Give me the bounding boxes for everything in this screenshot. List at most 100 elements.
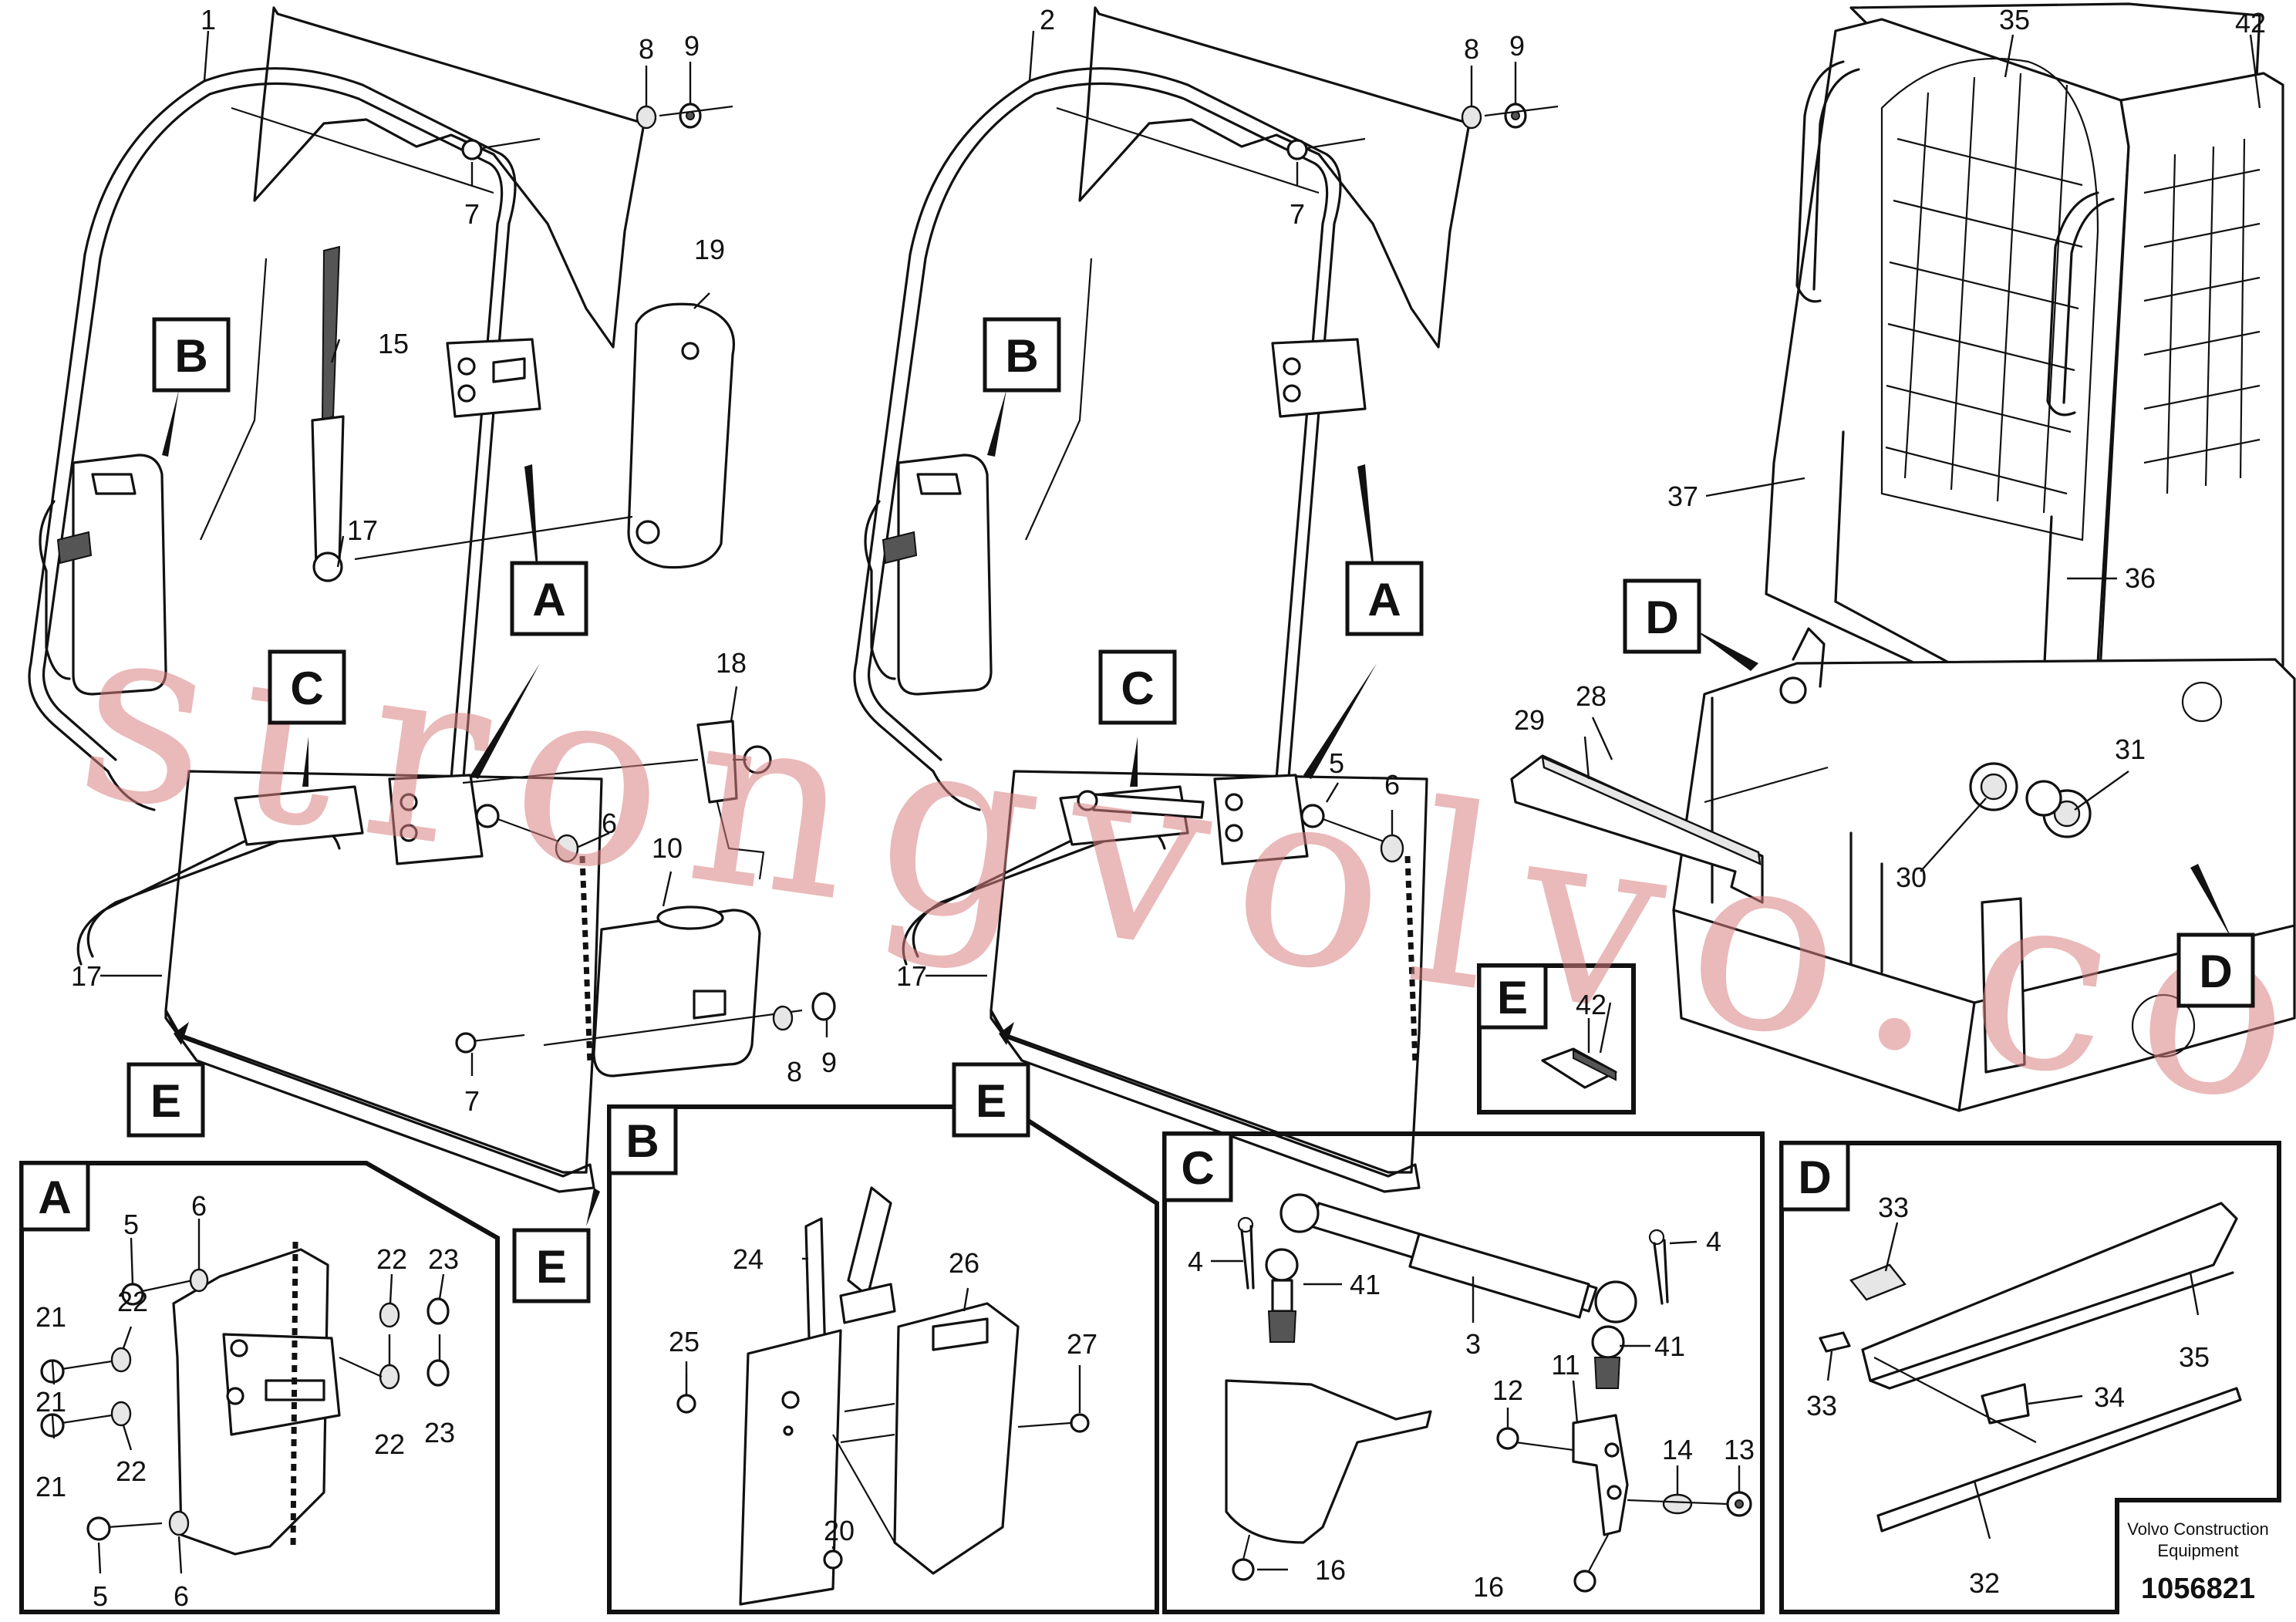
callout-2: 2 <box>1040 4 1055 35</box>
callout-18: 18 <box>716 647 747 679</box>
panel-title-d: D <box>1779 1141 1850 1212</box>
svg-text:A: A <box>38 1172 71 1223</box>
callout-17: 17 <box>347 514 378 546</box>
svg-text:A: A <box>532 574 565 626</box>
svg-text:E: E <box>536 1241 567 1293</box>
door-assembly-left <box>28 6 836 1193</box>
figure-number: 1056821 <box>2141 1573 2255 1605</box>
view-pointers <box>162 389 2233 1226</box>
detail-panel-a <box>19 1161 500 1614</box>
view-label-c-left: C <box>268 649 346 725</box>
callout-7: 7 <box>1290 198 1305 230</box>
part-callouts: 1 8 9 7 19 15 17 18 10 6 17 7 8 9 2 8 9 … <box>35 4 2266 1612</box>
callout-35: 35 <box>2179 1341 2210 1373</box>
callout-6: 6 <box>191 1190 207 1222</box>
door-assembly-middle <box>853 6 1559 1193</box>
callout-26: 26 <box>949 1247 979 1279</box>
callout-13: 13 <box>1724 1434 1755 1465</box>
svg-text:E: E <box>1497 972 1528 1023</box>
callout-leaders <box>51 30 2261 1574</box>
svg-text:E: E <box>150 1075 181 1127</box>
callout-12: 12 <box>1492 1374 1523 1406</box>
callout-21: 21 <box>35 1386 66 1418</box>
detail-panel-d <box>1779 1141 2281 1614</box>
callout-4: 4 <box>1706 1226 1721 1257</box>
detail-panel-c <box>1162 1131 1765 1614</box>
callout-23: 23 <box>424 1417 455 1448</box>
callout-3: 3 <box>1465 1328 1481 1360</box>
callout-9: 9 <box>821 1047 837 1078</box>
callout-7: 7 <box>464 198 480 230</box>
callout-24: 24 <box>733 1243 764 1275</box>
view-label-b-left: B <box>152 317 231 393</box>
svg-text:D: D <box>1645 592 1678 643</box>
callout-11: 11 <box>1551 1349 1580 1381</box>
callout-15: 15 <box>378 328 409 359</box>
callout-8: 8 <box>639 33 654 65</box>
callout-34: 34 <box>2094 1381 2125 1413</box>
callout-33: 33 <box>1806 1390 1837 1421</box>
callout-14: 14 <box>1662 1434 1693 1465</box>
panel-title-b: B <box>607 1104 678 1175</box>
callout-39: 37 <box>1667 481 1698 512</box>
callout-30: 30 <box>1896 862 1927 893</box>
callout-17: 17 <box>896 960 927 992</box>
svg-text:C: C <box>1181 1142 1214 1194</box>
svg-text:A: A <box>1367 574 1401 626</box>
callout-22: 22 <box>117 1286 148 1317</box>
callout-5: 5 <box>1329 747 1344 779</box>
callout-32: 32 <box>1969 1567 2000 1599</box>
svg-text:D: D <box>2199 946 2232 997</box>
title-block: Volvo Construction Equipment 1056821 <box>2127 1519 2268 1605</box>
callout-37: 36 <box>2125 562 2156 594</box>
callout-36: 35 <box>1999 4 2030 35</box>
callout-4: 4 <box>1188 1246 1203 1277</box>
manufacturer-line-1: Volvo Construction <box>2127 1519 2268 1539</box>
callout-1: 1 <box>201 4 216 35</box>
svg-text:D: D <box>1798 1152 1831 1203</box>
callout-40: 42 <box>2235 7 2266 39</box>
callout-5: 5 <box>93 1580 108 1612</box>
engine-cover-assembly <box>1510 2 2296 1112</box>
callout-42: 42 <box>1576 989 1607 1020</box>
manufacturer-line-2: Equipment <box>2157 1541 2238 1560</box>
callout-22: 22 <box>374 1428 405 1460</box>
view-label-e-middle: E <box>952 1062 1030 1138</box>
detail-panel-e <box>1477 963 1636 1114</box>
view-label-a-left: A <box>510 561 588 636</box>
view-label-e-lower: E <box>512 1228 591 1303</box>
callout-20: 20 <box>824 1515 855 1546</box>
callout-25: 25 <box>669 1326 700 1357</box>
callout-23: 23 <box>428 1243 459 1275</box>
svg-text:E: E <box>976 1075 1006 1127</box>
callout-16: 16 <box>1473 1571 1504 1603</box>
svg-text:B: B <box>1005 330 1038 382</box>
panel-title-c: C <box>1162 1131 1233 1202</box>
callout-28: 28 <box>1576 680 1607 712</box>
callout-9: 9 <box>1509 30 1525 62</box>
panel-title-e: E <box>1477 963 1548 1030</box>
callout-8: 8 <box>1464 33 1479 65</box>
view-label-d-bottom: D <box>2176 932 2255 1008</box>
view-label-c-middle: C <box>1098 649 1177 725</box>
callout-21: 21 <box>35 1301 66 1333</box>
svg-text:C: C <box>1121 663 1154 714</box>
callout-6: 6 <box>174 1580 189 1612</box>
view-label-a-middle: A <box>1345 561 1424 636</box>
detail-panel-b <box>607 1104 1159 1614</box>
callout-10: 10 <box>652 832 683 864</box>
callout-7: 7 <box>464 1085 480 1117</box>
callout-6: 6 <box>602 808 617 839</box>
svg-text:B: B <box>174 330 207 382</box>
callout-5: 5 <box>123 1209 139 1240</box>
callout-29: 29 <box>1514 704 1545 736</box>
view-label-e-left: E <box>126 1062 205 1138</box>
svg-text:C: C <box>290 663 323 714</box>
grille-pattern <box>1880 57 2261 541</box>
callout-21: 21 <box>35 1471 66 1502</box>
callout-16: 16 <box>1315 1554 1346 1586</box>
callout-41: 41 <box>1654 1330 1685 1362</box>
callout-22: 22 <box>376 1243 407 1275</box>
callout-41: 41 <box>1350 1269 1381 1300</box>
